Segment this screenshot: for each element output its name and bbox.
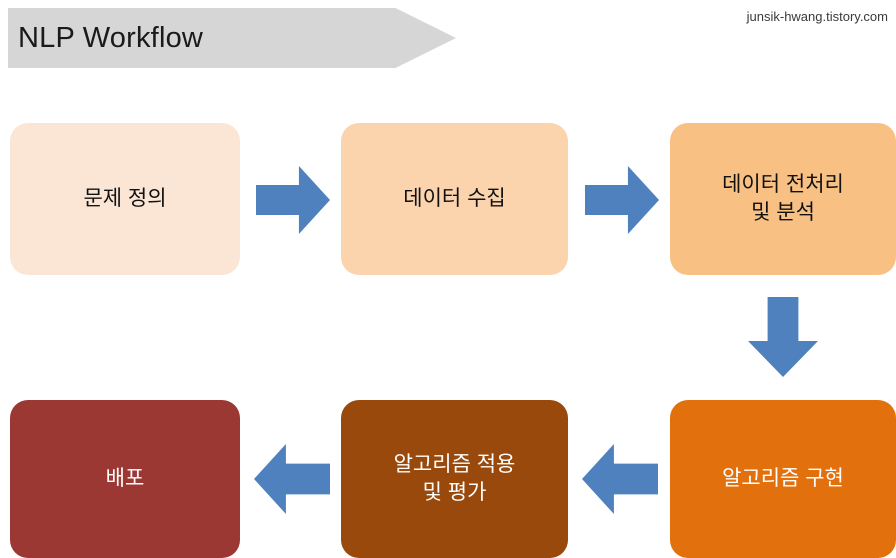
process-node-preprocessing[interactable]: 데이터 전처리 및 분석: [670, 123, 896, 275]
process-node-label: 데이터 수집: [403, 186, 506, 210]
process-node-deployment[interactable]: 배포: [10, 400, 240, 558]
process-node-label: 알고리즘 구현: [722, 466, 844, 490]
arrow-left-icon: [582, 444, 658, 514]
process-node-problem[interactable]: 문제 정의: [10, 123, 240, 275]
arrow-right-icon: [256, 166, 330, 234]
process-node-label: 배포: [105, 466, 145, 490]
process-node-collect[interactable]: 데이터 수집: [341, 123, 568, 275]
arrow-left-icon: [254, 444, 330, 514]
process-node-implementation[interactable]: 알고리즘 구현: [670, 400, 896, 558]
page-title: NLP Workflow: [18, 21, 204, 54]
watermark-text: junsik-hwang.tistory.com: [746, 9, 888, 24]
process-node-label: 알고리즘 적용 및 평가: [393, 452, 516, 504]
process-node-label: 데이터 전처리 및 분석: [722, 172, 844, 224]
title-banner: NLP Workflow: [8, 8, 456, 68]
process-node-label: 문제 정의: [83, 186, 167, 210]
arrow-right-icon: [585, 166, 659, 234]
arrow-down-icon: [748, 297, 818, 377]
process-node-evaluation[interactable]: 알고리즘 적용 및 평가: [341, 400, 568, 558]
